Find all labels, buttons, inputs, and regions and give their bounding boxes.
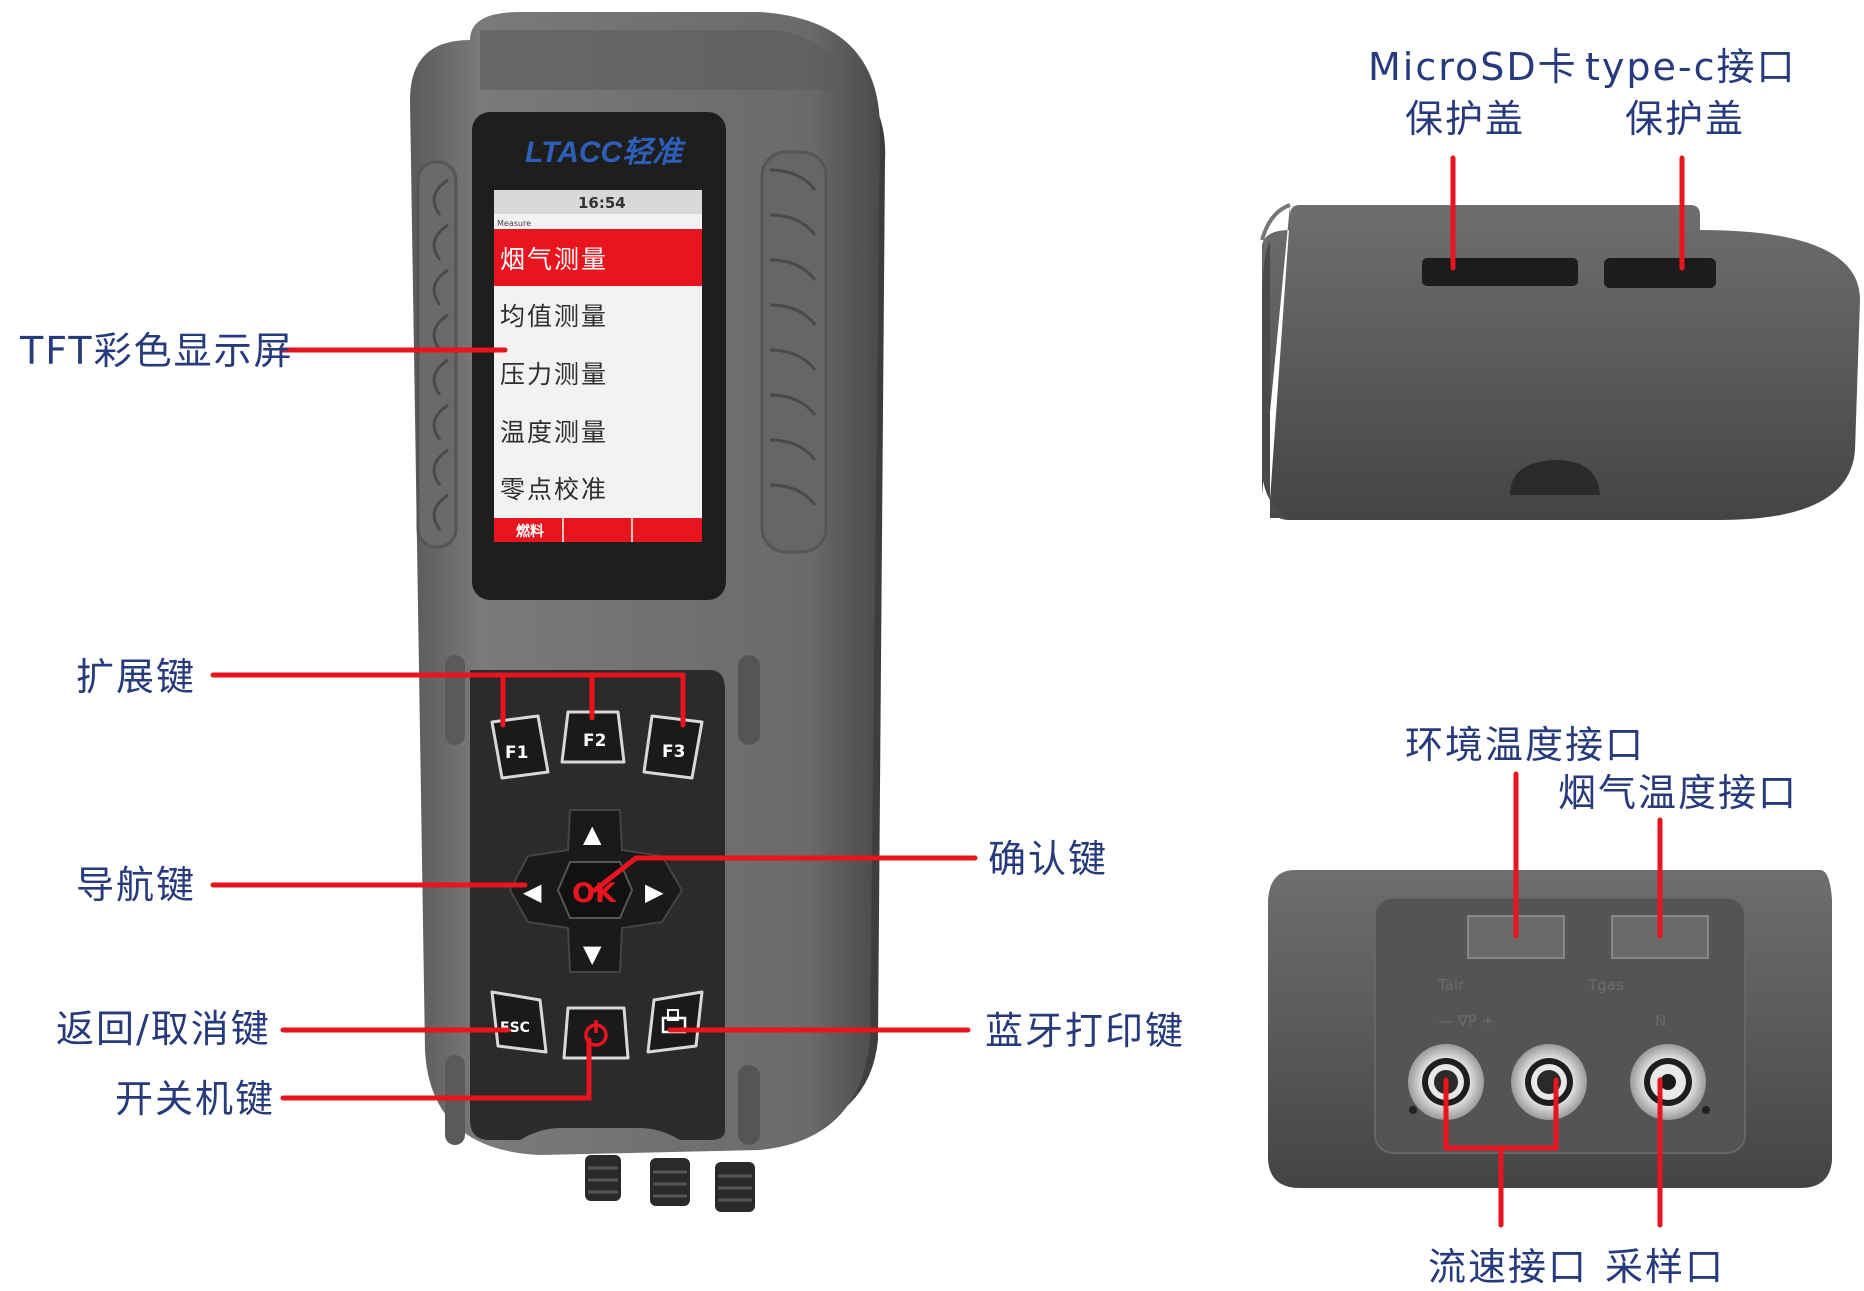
- microsd-slot: [1422, 258, 1578, 286]
- menu-item-1[interactable]: 均值测量: [500, 302, 608, 331]
- typec-slot: [1604, 258, 1716, 288]
- leader-flow-port: [1443, 1077, 1559, 1228]
- f1-key[interactable]: F1: [490, 714, 550, 780]
- label-back-key: 返回/取消键: [56, 1007, 271, 1051]
- top-cap-notch: [1510, 460, 1600, 495]
- tft-screen: 16:54 Measure 烟气测量 均值测量 压力测量 温度测量 零点校准 燃…: [494, 190, 702, 542]
- flow-port-plus: [1511, 1044, 1587, 1120]
- pressure-label: — ∇P +: [1438, 1012, 1494, 1030]
- n-label: N: [1655, 1012, 1666, 1030]
- menu-item-4[interactable]: 零点校准: [500, 475, 608, 504]
- label-confirm-key: 确认键: [988, 837, 1108, 881]
- label-typec-1: type-c接口: [1585, 45, 1797, 89]
- svg-text:F3: F3: [662, 742, 685, 762]
- softkey-0: 燃料: [516, 523, 544, 540]
- menu-item-3[interactable]: 温度测量: [500, 418, 608, 447]
- left-key[interactable]: ◀: [523, 878, 542, 906]
- label-microsd-2: 保护盖: [1405, 97, 1525, 141]
- label-typec-2: 保护盖: [1625, 97, 1745, 141]
- label-microsd-1: MicroSD卡: [1368, 45, 1578, 89]
- menu-item-0[interactable]: 烟气测量: [500, 245, 608, 274]
- softkey-bar: [494, 518, 702, 542]
- label-ambient-temp: 环境温度接口: [1405, 723, 1645, 767]
- device-top-ridge: [480, 30, 845, 90]
- leader-lines: [210, 155, 1685, 1228]
- up-key[interactable]: ▲: [583, 820, 602, 848]
- esc-key[interactable]: ESC: [490, 990, 548, 1054]
- label-display: TFT彩色显示屏: [19, 329, 294, 373]
- f2-key[interactable]: F2: [560, 710, 626, 764]
- bt-print-key[interactable]: [646, 990, 704, 1054]
- power-key[interactable]: [562, 1006, 630, 1060]
- right-key[interactable]: ▶: [645, 878, 664, 906]
- t-gas-label: Tgas: [1587, 976, 1624, 994]
- svg-text:F2: F2: [583, 731, 606, 751]
- menu-item-2[interactable]: 压力测量: [500, 360, 608, 389]
- label-flow-port: 流速接口: [1428, 1245, 1588, 1289]
- label-flue-temp: 烟气温度接口: [1558, 771, 1798, 815]
- sample-port: [1630, 1044, 1706, 1120]
- status-time: 16:54: [578, 194, 626, 212]
- label-nav-keys: 导航键: [76, 863, 196, 907]
- callout-labels: TFT彩色显示屏 扩展键 导航键 确认键 返回/取消键 开关机键 蓝牙打印键 M…: [19, 45, 1798, 1289]
- label-ext-keys: 扩展键: [76, 655, 196, 699]
- down-key[interactable]: ▼: [583, 940, 602, 968]
- right-grip: [760, 150, 828, 554]
- svg-text:F1: F1: [505, 743, 528, 763]
- label-power-key: 开关机键: [115, 1077, 275, 1121]
- selected-row: [494, 229, 702, 286]
- bottom-connectors: [585, 1155, 755, 1212]
- bottom-view: Tair Tgas — ∇P + N: [1268, 870, 1832, 1188]
- f3-key[interactable]: F3: [642, 714, 704, 780]
- top-view: [1260, 203, 1860, 520]
- brand-logo: LTACC轻准: [525, 136, 686, 169]
- leader-confirm-key: [592, 855, 978, 893]
- status-bar: [494, 190, 702, 214]
- main-device: LTACC轻准 16:54 Measure 烟气测量 均值测量 压力测量 温度测…: [410, 12, 886, 1212]
- t-air-label: Tair: [1437, 976, 1465, 994]
- leader-power-key: [280, 1037, 592, 1101]
- label-bt-print-key: 蓝牙打印键: [985, 1009, 1185, 1053]
- svg-text:OK: OK: [572, 878, 617, 909]
- screen-header: Measure: [497, 219, 531, 228]
- label-sample-port: 采样口: [1605, 1245, 1725, 1289]
- leader-ext-keys: [210, 672, 686, 728]
- left-grip: [416, 160, 458, 549]
